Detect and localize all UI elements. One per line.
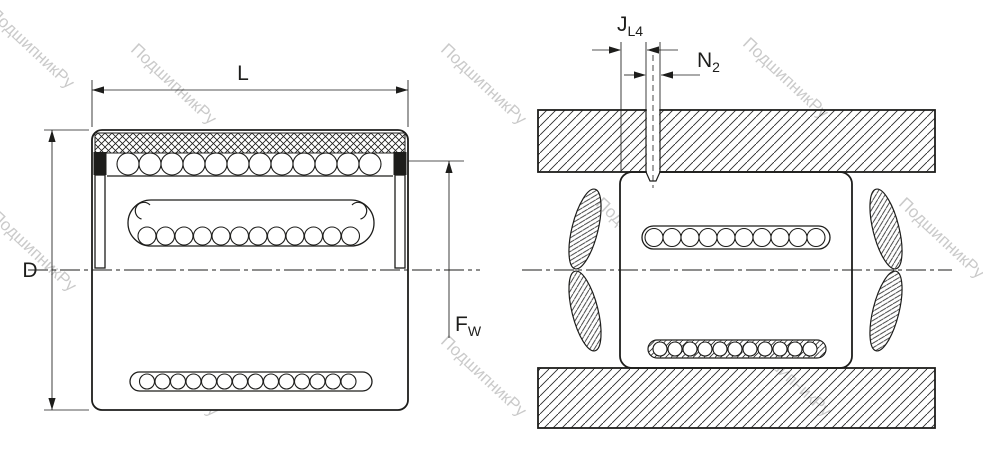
lubrication-hole	[645, 55, 661, 188]
housing-top-section	[537, 109, 936, 173]
dimension-D: D	[22, 129, 89, 411]
track-curl-left	[134, 201, 151, 220]
housing-bottom-section	[537, 367, 936, 429]
ball-recirculation-track	[127, 199, 375, 247]
watermark-text: ПодшипникРу	[0, 207, 81, 296]
ball-row-housing	[644, 227, 826, 248]
right-view-housing-section: JL4 N2	[522, 13, 952, 429]
dimension-L: L	[91, 62, 409, 127]
right-seal	[393, 152, 407, 175]
left-sleeve-wall	[94, 174, 106, 269]
watermark-text: ПодшипникРу	[437, 40, 531, 129]
dimension-Fw: FW	[408, 160, 482, 339]
dimension-N2: N2	[624, 49, 720, 79]
housing-return-track	[647, 339, 827, 359]
watermark-text: ПодшипникРу	[437, 332, 531, 421]
bottom-return-track	[129, 371, 373, 392]
left-view-bearing-section: L D FW	[22, 62, 482, 411]
shaft-seal-right	[869, 188, 903, 352]
watermark-text: ПодшипникРу	[895, 194, 983, 283]
right-sleeve-wall	[394, 174, 406, 269]
outer-sleeve-crosshatch-band	[94, 132, 406, 154]
track-curl-right	[351, 201, 368, 220]
housing-ball-track	[641, 225, 831, 250]
dimension-JL4: JL4	[592, 13, 678, 171]
shaft-seal-left	[568, 188, 602, 352]
ball-row-housing-bottom	[652, 341, 818, 357]
dim-label-hole-offset: JL4	[617, 13, 643, 39]
dim-label-outer-diameter: D	[22, 259, 37, 282]
ball-row-track	[137, 226, 361, 246]
dim-label-hole-diameter: N2	[697, 49, 720, 75]
ball-row-bottom	[138, 373, 357, 390]
watermark-text: ПодшипникРу	[0, 4, 79, 93]
dim-label-bore-diameter: FW	[455, 313, 482, 339]
dim-label-length: L	[237, 62, 249, 85]
ball-row-top	[116, 152, 382, 176]
left-seal	[93, 152, 107, 175]
watermark-text: ПодшипникРу	[127, 40, 221, 129]
